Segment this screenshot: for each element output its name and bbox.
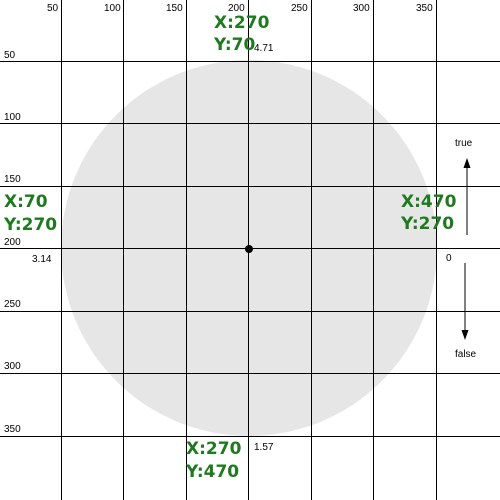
x-tick-label: 200 [228, 3, 245, 14]
y-tick-label: 100 [4, 112, 21, 123]
y-tick-label: 300 [4, 361, 21, 372]
x-tick-label: 50 [47, 3, 59, 14]
arrow-up-icon [463, 158, 471, 235]
coord-label-bottom: X:270 Y:470 [185, 439, 242, 482]
direction-indicator: true false [455, 138, 477, 360]
x-tick-label: 300 [353, 3, 370, 14]
y-tick-label: 350 [4, 424, 21, 435]
angle-label-bottom: 1.57 [254, 442, 274, 453]
angle-label-top: 4.71 [254, 43, 274, 54]
y-tick-label: 200 [4, 237, 21, 248]
angle-label-right: 0 [446, 253, 452, 264]
x-tick-label: 350 [416, 3, 433, 14]
angle-label-left: 3.14 [32, 254, 52, 265]
y-tick-label: 150 [4, 174, 21, 185]
coord-label-right: X:470 Y:270 [400, 192, 457, 234]
y-tick-label: 50 [4, 50, 16, 61]
coord-label-bottom-y: Y:470 [185, 462, 239, 482]
x-tick-label: 100 [104, 3, 121, 14]
x-tick-label: 250 [291, 3, 308, 14]
direction-up-label: true [455, 138, 473, 149]
coord-label-right-y: Y:270 [400, 214, 454, 234]
coord-label-top: X:270 Y:70 [213, 13, 270, 55]
x-tick-labels: 50 100 150 200 250 300 350 [47, 3, 433, 14]
direction-down-label: false [455, 349, 477, 360]
center-point [245, 245, 253, 253]
y-tick-label: 250 [4, 299, 21, 310]
coord-label-left: X:70 Y:270 [3, 192, 57, 235]
y-tick-labels: 50 100 150 200 250 300 350 [4, 50, 21, 435]
coord-label-left-x: X:70 [4, 192, 48, 212]
x-tick-label: 150 [166, 3, 183, 14]
coord-label-left-y: Y:270 [3, 215, 57, 235]
arrow-down-icon [461, 263, 469, 340]
coord-label-bottom-x: X:270 [186, 439, 242, 459]
coord-label-top-x: X:270 [214, 13, 270, 33]
coord-label-top-y: Y:70 [213, 35, 255, 55]
coord-label-right-x: X:470 [401, 192, 457, 212]
